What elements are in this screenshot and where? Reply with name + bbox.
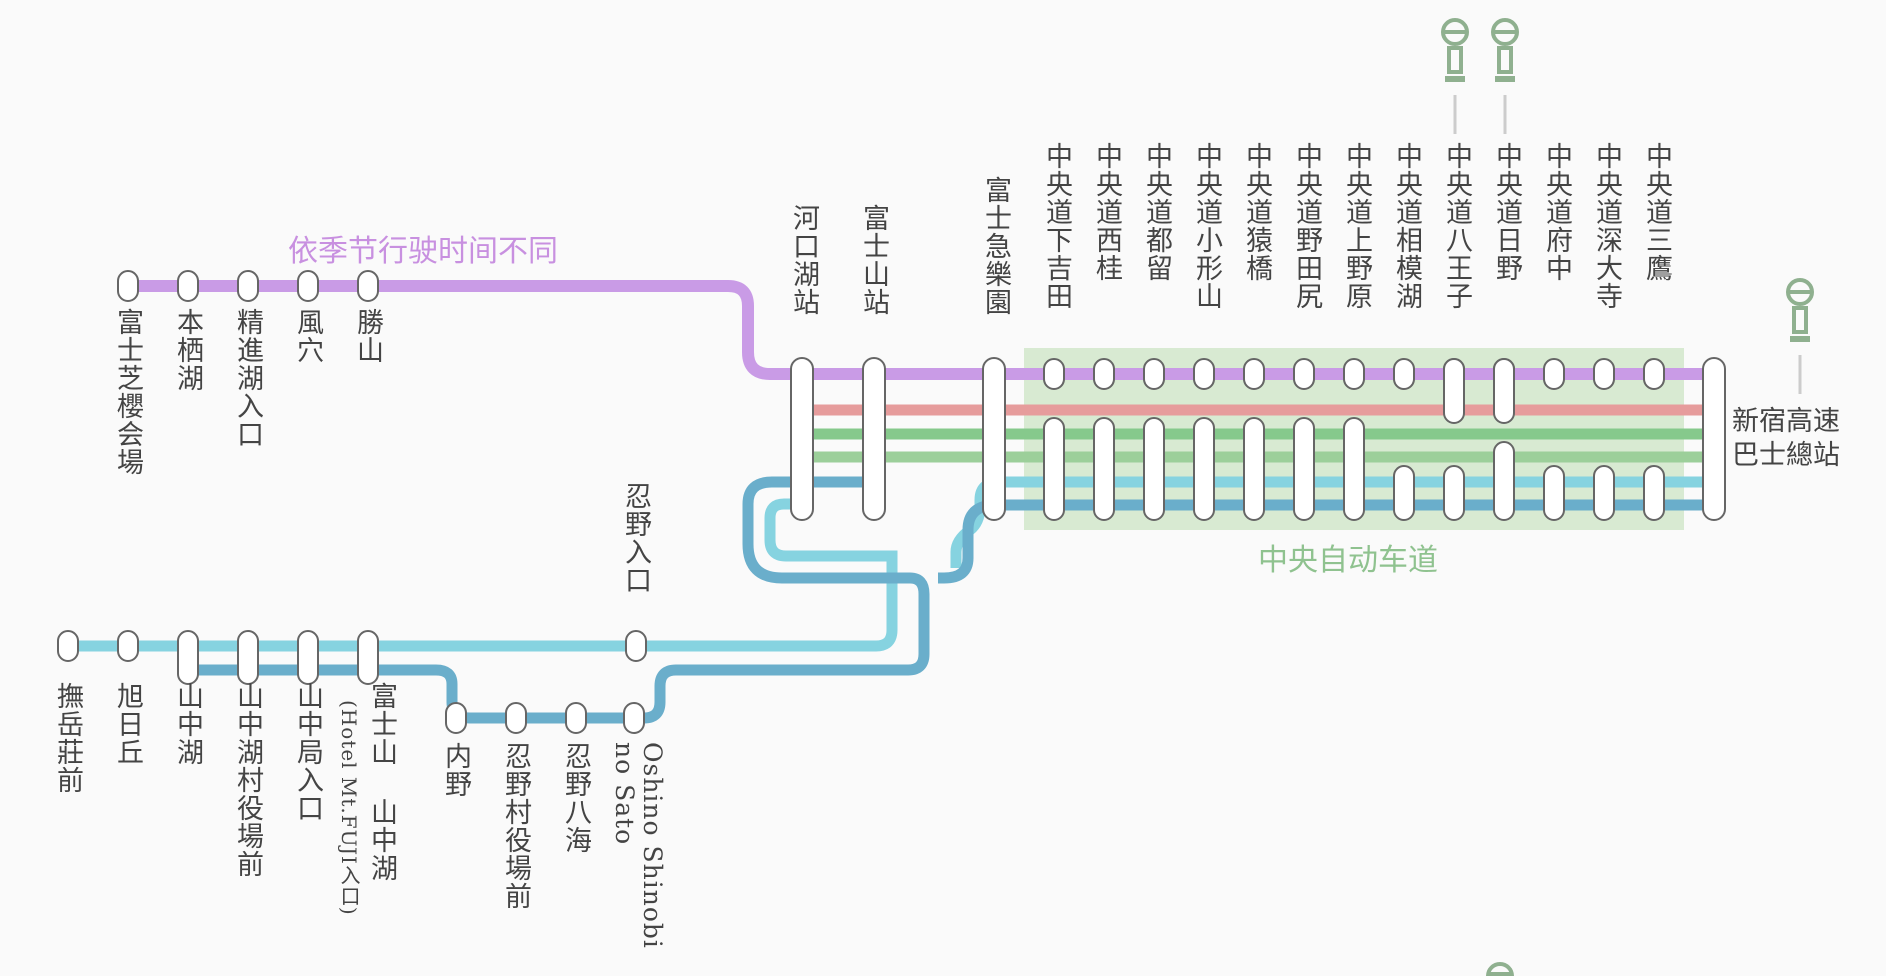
station-marker	[1643, 358, 1665, 390]
station-label-oshino-iriguchi: 忍野入口	[620, 482, 651, 594]
bus-stop-icon	[1441, 18, 1469, 82]
station-label-yamanaka-post: 山中局入口	[292, 682, 323, 822]
station-marker	[1143, 358, 1165, 390]
station-marker	[505, 702, 527, 734]
station-marker	[623, 702, 645, 734]
station-label-jindaiji: 中央道深大寺	[1591, 142, 1622, 310]
seasonal-note: 依季节行驶时间不同	[288, 234, 558, 269]
station-label-motosuko: 本栖湖	[172, 308, 203, 392]
station-marker	[1443, 465, 1465, 521]
station-label-shibazakura: 富士芝櫻会場	[112, 308, 143, 476]
station-label-oshino-village: 忍野村役場前	[500, 742, 531, 910]
station-marker	[1243, 358, 1265, 390]
station-marker	[1643, 465, 1665, 521]
station-marker	[625, 630, 647, 662]
station-marker	[790, 357, 814, 521]
station-marker	[1293, 417, 1315, 521]
station-label-katsuyama: 勝山	[352, 308, 383, 364]
station-marker	[1493, 358, 1515, 424]
station-label-uenohara: 中央道上野原	[1341, 142, 1372, 310]
station-marker	[117, 270, 139, 302]
station-markers	[57, 270, 1726, 734]
station-label-asahigaoka: 旭日丘	[112, 682, 143, 766]
station-label-fujisan-yamanakako-sub: (Hotel Mt.FUJI入口)	[337, 700, 361, 916]
station-marker	[1593, 465, 1615, 521]
expressway-note: 中央自动车道	[1258, 543, 1438, 578]
cyan-route-loop	[68, 498, 898, 652]
station-marker	[117, 630, 139, 662]
bus-stop-icon	[1491, 18, 1519, 82]
station-marker	[297, 270, 319, 302]
station-marker	[982, 357, 1006, 521]
station-label-uchino: 内野	[440, 742, 471, 798]
station-marker	[1543, 465, 1565, 521]
station-label-fujisan: 富士山站	[858, 204, 889, 316]
station-marker	[1243, 417, 1265, 521]
station-label-kawaguchiko: 河口湖站	[788, 204, 819, 316]
station-label-yamanakako: 山中湖	[172, 682, 203, 766]
station-marker	[357, 630, 379, 685]
station-marker	[1343, 358, 1365, 390]
purple-route-line	[122, 280, 1718, 380]
station-label-fuketsu: 風穴	[292, 308, 323, 364]
station-marker	[1093, 358, 1115, 390]
station-label-saruhashi: 中央道猿橋	[1241, 142, 1272, 282]
station-marker	[297, 630, 319, 685]
station-marker	[1193, 358, 1215, 390]
station-label-fujikyu: 富士急樂園	[980, 176, 1011, 316]
station-marker	[1193, 417, 1215, 521]
station-marker	[445, 702, 467, 734]
station-label-fujisan-yamanakako: 富士山 山中湖	[366, 682, 397, 882]
station-label-hino: 中央道日野	[1491, 142, 1522, 282]
station-marker	[862, 357, 886, 521]
station-label-nodajiri: 中央道野田尻	[1291, 142, 1322, 310]
station-label-shojiko-iriguchi: 精進湖入口	[232, 308, 263, 448]
station-marker	[1093, 417, 1115, 521]
station-label-shimoyoshida: 中央道下吉田	[1041, 142, 1072, 310]
station-label-nishikatsura: 中央道西桂	[1091, 142, 1122, 282]
station-marker	[1143, 417, 1165, 521]
station-marker	[1293, 358, 1315, 390]
station-marker	[1043, 417, 1065, 521]
station-marker	[1593, 358, 1615, 390]
station-label-mitaka: 中央道三鷹	[1641, 142, 1672, 282]
station-label-yamanakako-village: 山中湖村役場前	[232, 682, 263, 878]
station-label-hachioji: 中央道八王子	[1441, 142, 1472, 310]
station-marker	[1443, 358, 1465, 424]
station-label-oshino-hakkai: 忍野八海	[560, 742, 591, 854]
station-marker	[177, 270, 199, 302]
station-marker	[1043, 358, 1065, 390]
bus-stop-icon	[1486, 962, 1514, 976]
station-marker	[1343, 417, 1365, 521]
station-marker	[1702, 357, 1726, 521]
station-marker	[237, 270, 259, 302]
station-label-fuchu: 中央道府中	[1541, 142, 1572, 282]
station-label-kogatayama: 中央道小形山	[1191, 142, 1222, 310]
station-marker	[57, 630, 79, 662]
station-marker	[177, 630, 199, 685]
station-marker	[1393, 465, 1415, 521]
station-label-sagamiko: 中央道相模湖	[1391, 142, 1422, 310]
station-marker	[1543, 358, 1565, 390]
station-label-shinjuku: 新宿高速巴士總站	[1732, 406, 1840, 471]
station-marker	[357, 270, 379, 302]
station-marker	[1493, 441, 1515, 521]
station-marker	[1393, 358, 1415, 390]
station-marker	[565, 702, 587, 734]
station-label-tsuru: 中央道都留	[1141, 142, 1172, 282]
bus-stop-icon	[1786, 278, 1814, 342]
station-label-oshino-sato: Oshino Shinobi no Sato	[610, 742, 667, 949]
station-label-bugakuso: 撫岳莊前	[52, 682, 83, 794]
station-marker	[237, 630, 259, 685]
